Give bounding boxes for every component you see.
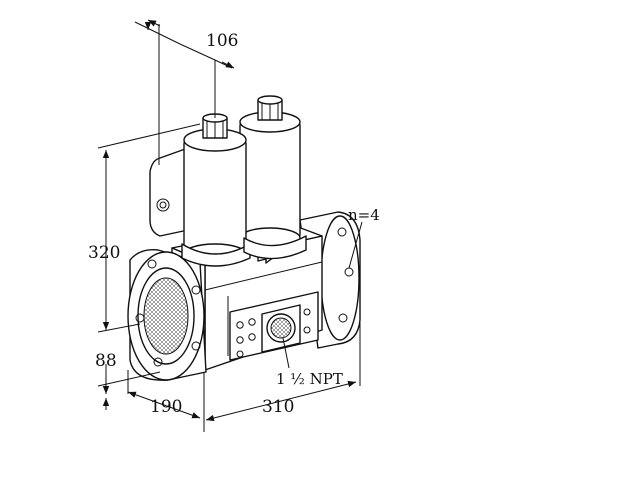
dim-top-width-label: 106 — [206, 31, 238, 51]
dim-length-label: 310 — [262, 397, 294, 417]
dim-base-height-label: 88 — [95, 351, 117, 371]
dimension-lines — [97, 19, 363, 432]
solenoid-actuators — [149, 95, 307, 267]
bolt-count-label: n=4 — [348, 206, 380, 224]
port-size-label: 1 ½ NPT — [276, 370, 343, 388]
dim-depth-label: 190 — [150, 397, 182, 417]
dim-height-label: 320 — [88, 243, 120, 263]
